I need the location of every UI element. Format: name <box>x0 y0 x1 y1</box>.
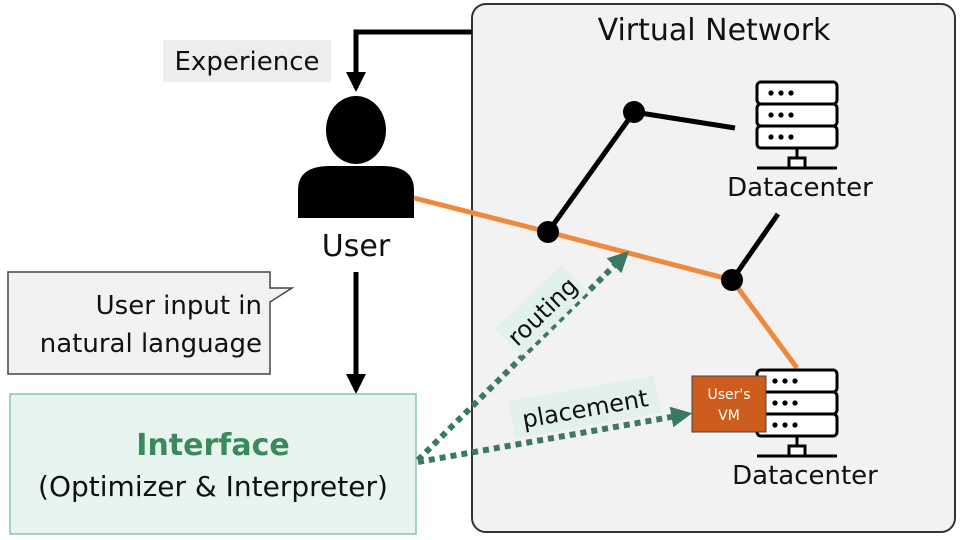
virtual-network-panel <box>471 3 956 533</box>
placement-label-bg <box>508 375 662 439</box>
experience-label: Experience <box>175 47 320 77</box>
virtual-network-title: Virtual Network <box>598 13 831 48</box>
experience-arrow <box>346 29 472 92</box>
routing-label-bg <box>495 264 588 356</box>
speech-bubble <box>7 271 295 375</box>
experience-label-bg <box>163 40 331 82</box>
interface-subtitle: (Optimizer & Interpreter) <box>38 470 388 503</box>
datacenter-bottom-label: Datacenter <box>732 461 878 491</box>
datacenter-top-label: Datacenter <box>727 173 873 203</box>
network-links <box>545 109 781 282</box>
interface-title: Interface <box>136 428 289 463</box>
users-vm-line1: User's <box>707 387 750 403</box>
speech-bubble-line2: natural language <box>40 329 262 359</box>
datacenter-server-icon <box>755 80 839 170</box>
network-node <box>623 101 645 123</box>
datacenter-server-icon <box>755 368 839 458</box>
user-icon <box>298 96 414 218</box>
user-route <box>413 195 800 370</box>
network-node <box>537 221 559 243</box>
placement-arrow <box>417 406 693 465</box>
routing-arrow <box>415 251 629 463</box>
network-node <box>721 269 743 291</box>
interface-box <box>9 393 417 535</box>
user-label: User <box>322 229 391 264</box>
users-vm-box <box>691 375 767 433</box>
users-vm-line2: VM <box>718 408 740 424</box>
speech-bubble-line1: User input in <box>96 291 262 321</box>
